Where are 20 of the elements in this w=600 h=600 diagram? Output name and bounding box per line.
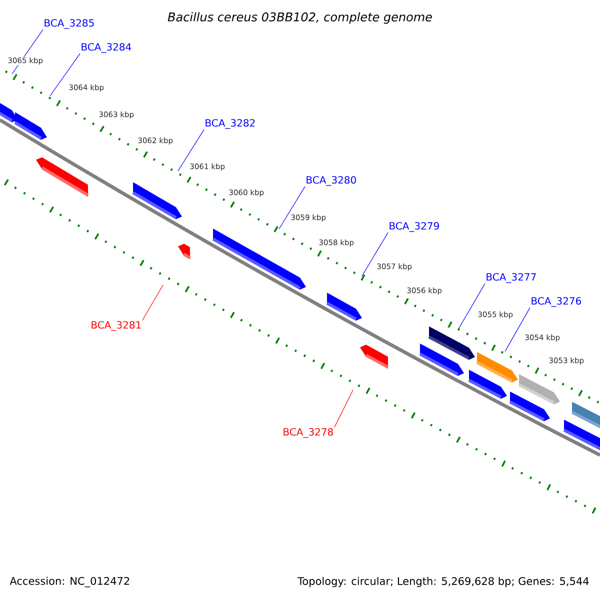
- leader-line: [504, 307, 530, 352]
- leader-line: [362, 232, 388, 276]
- footer-text: Accession: NC_012472: [10, 576, 130, 588]
- leader-line: [142, 284, 164, 321]
- gene-label: BCA_3285: [44, 19, 94, 29]
- gene-label: BCA_3277: [486, 273, 536, 283]
- title: Bacillus cereus 03BB102, complete genome: [168, 12, 432, 24]
- leader-line: [334, 390, 354, 428]
- gene-label: BCA_3282: [206, 119, 255, 129]
- leader-line: [178, 129, 204, 172]
- footer-text: Topology: circular; Length: 5,269,628 bp; Genes: 5,544: [298, 576, 589, 588]
- gene-label: BCA_3280: [306, 176, 356, 186]
- gene-label: BCA_3276: [532, 297, 582, 307]
- leader-line: [50, 53, 80, 96]
- leader-line: [458, 283, 486, 328]
- gene-label: BCA_3278: [284, 428, 333, 438]
- leader-line: [278, 186, 306, 230]
- gene-label: BCA_3284: [82, 43, 132, 53]
- gene-label: BCA_3279: [390, 222, 439, 232]
- gene-label: BCA_3281: [92, 321, 141, 331]
